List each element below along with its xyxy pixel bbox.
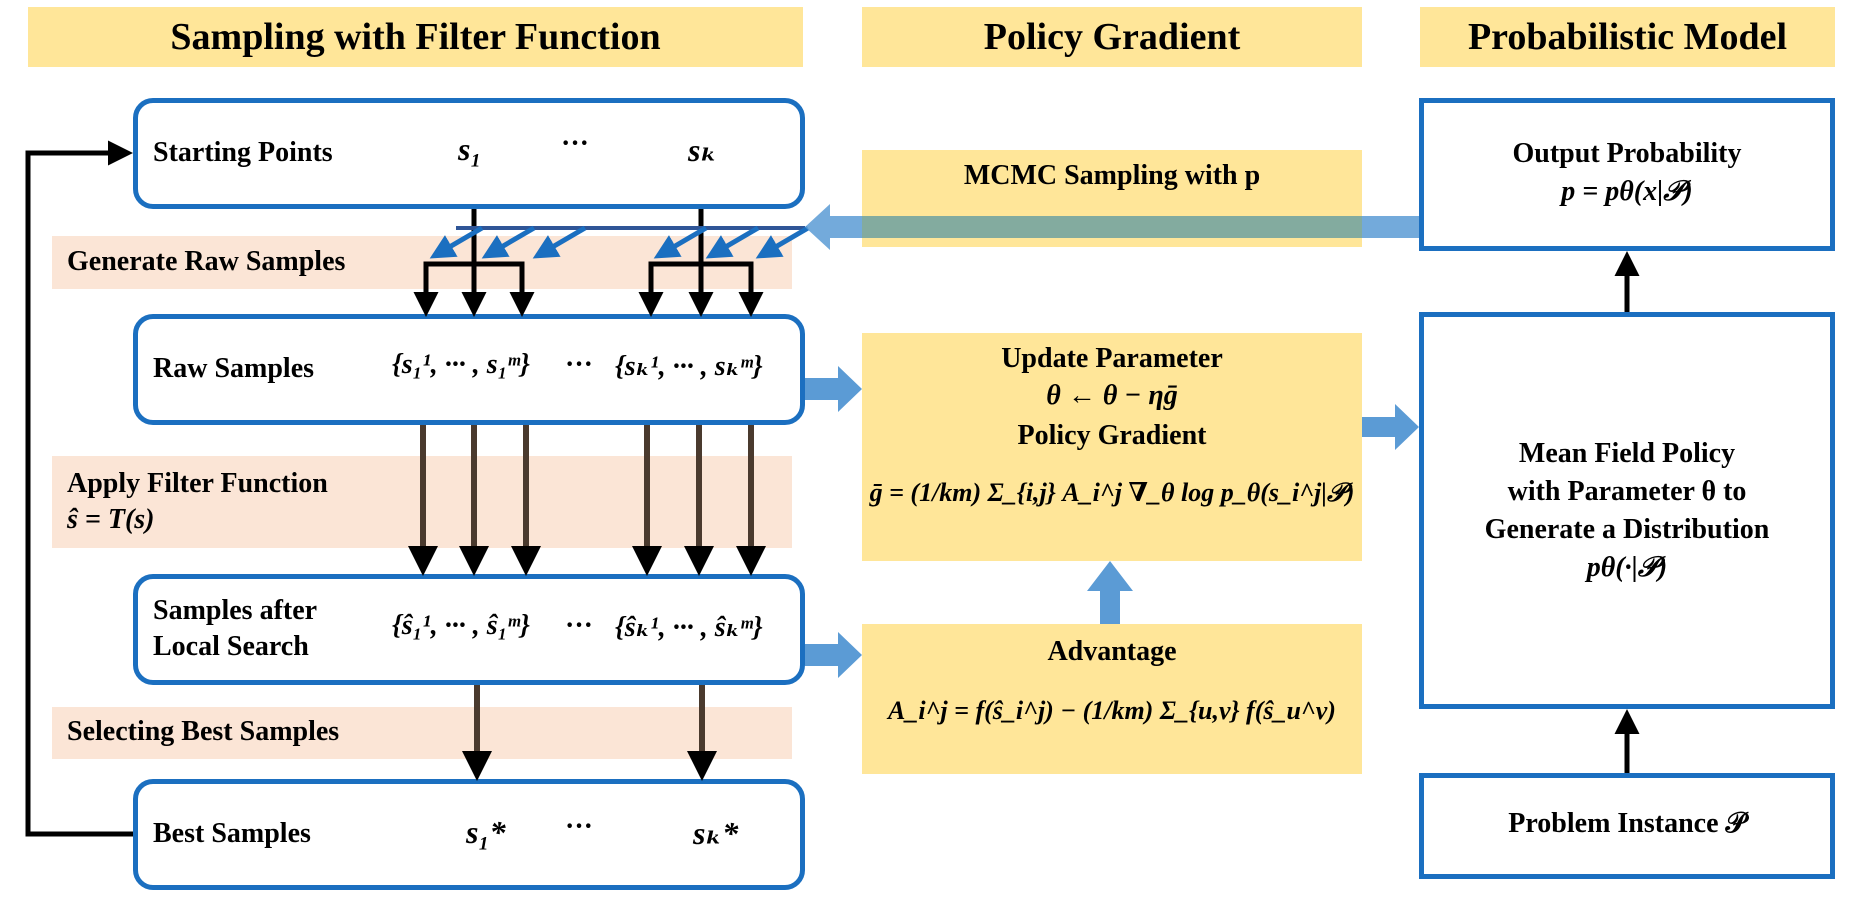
mcmc-arrow-1: [429, 225, 484, 259]
starting-point-s1: s₁: [458, 131, 482, 167]
policy-gradient-formula: ḡ = (1/km) Σ_{i,j} A_i^j ∇_θ log p_θ(s_i…: [869, 478, 1355, 507]
mcmc-arrow-5: [705, 225, 760, 259]
header-policy-gradient: Policy Gradient: [862, 7, 1362, 67]
local-search-set-1: {ŝ₁¹, ··· , ŝ₁ᵐ}: [392, 610, 530, 641]
problem-instance-box: [1419, 773, 1835, 879]
starting-points-label: Starting Points: [153, 137, 333, 168]
update-parameter-title: Update Parameter: [1001, 343, 1223, 374]
best-samples-box: [133, 779, 805, 890]
local-search-set-k: {ŝₖ¹, ··· , ŝₖᵐ}: [615, 612, 763, 643]
policy-gradient-subtitle: Policy Gradient: [1017, 420, 1207, 451]
raw-samples-dots: ···: [565, 349, 594, 380]
mcmc-arrow-6: [755, 225, 810, 259]
mean-field-line-3: Generate a Distribution: [1484, 514, 1770, 545]
mean-field-policy-box: [1419, 312, 1835, 709]
mcmc-arrow-4: [653, 225, 708, 259]
mcmc-sampling-label: MCMC Sampling with p: [963, 160, 1261, 191]
advantage-formula: A_i^j = f(ŝ_i^j) − (1/km) Σ_{u,v} f(ŝ_u^…: [888, 696, 1336, 725]
advantage-to-update-arrow: [1087, 561, 1133, 624]
output-probability-box: [1419, 98, 1835, 251]
generate-raw-samples-label: Generate Raw Samples: [67, 246, 346, 277]
update-rule: θ ← θ − ηḡ: [1046, 380, 1178, 411]
starting-points-box: [133, 98, 805, 209]
mcmc-overlap: [862, 216, 1362, 238]
selecting-best-label: Selecting Best Samples: [67, 716, 340, 747]
raw-samples-label: Raw Samples: [153, 353, 315, 384]
after-local-search-label-1: Samples after: [153, 595, 318, 626]
branch-left: [423, 261, 525, 312]
output-probability-title: Output Probability: [1512, 138, 1742, 169]
branch-right: [648, 261, 754, 312]
raw-samples-set-k: {sₖ¹, ··· , sₖᵐ}: [615, 351, 763, 382]
problem-instance-label: Problem Instance 𝒫: [1508, 808, 1746, 839]
samples-after-local-search-box: [133, 574, 805, 685]
after-local-search-label-2: Local Search: [153, 631, 309, 662]
raw-samples-set-1: {s₁¹, ··· , s₁ᵐ}: [392, 349, 530, 380]
best-samples-label: Best Samples: [153, 818, 311, 849]
output-probability-formula: p = pθ(x|𝒫): [1561, 176, 1693, 207]
mean-field-line-1: Mean Field Policy: [1518, 438, 1736, 469]
best-sample-s1: s₁*: [466, 814, 506, 850]
starting-points-dots: ···: [561, 128, 590, 159]
mean-field-line-2: with Parameter θ to: [1507, 476, 1747, 507]
band-selecting-best: [52, 707, 792, 759]
mean-field-line-4: pθ(·|𝒫): [1586, 552, 1668, 583]
header-probabilistic-model: Probabilistic Model: [1420, 7, 1835, 67]
raw-to-update-arrow: [805, 366, 862, 412]
local-search-dots: ···: [565, 610, 594, 641]
starting-point-sk: sₖ: [688, 132, 718, 168]
apply-filter-label: Apply Filter Function: [67, 468, 328, 499]
local-to-advantage-arrow: [805, 632, 862, 678]
filter-formula: ŝ = T(s): [67, 504, 155, 535]
mcmc-arrow-3: [532, 225, 587, 259]
advantage-title: Advantage: [1047, 636, 1177, 667]
header-sampling-filter: Sampling with Filter Function: [28, 7, 803, 67]
advantage-panel: [862, 624, 1362, 774]
best-sample-sk: sₖ*: [693, 815, 739, 851]
loop-back-arrow: [25, 140, 133, 837]
mcmc-arrow-2: [481, 225, 536, 259]
update-to-meanfield-arrow: [1362, 404, 1419, 450]
best-samples-dots: ···: [565, 811, 594, 842]
update-parameter-panel: [862, 333, 1362, 561]
